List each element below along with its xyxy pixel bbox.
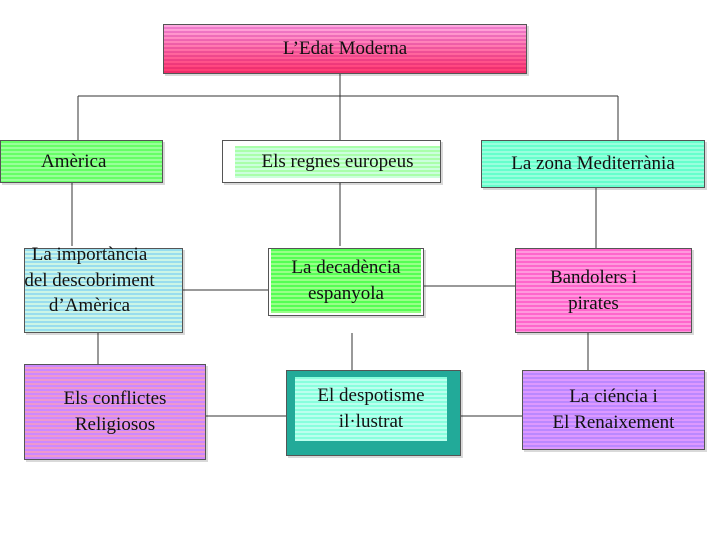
- node-importancia-descobriment-label: La importància del descobriment d’Amèric…: [24, 244, 155, 317]
- node-decadencia-espanyola: La decadència espanyola: [268, 248, 424, 316]
- node-ciencia-renaixement: La ciéncia i El Renaixement: [522, 370, 705, 450]
- node-ciencia-renaixement-label: La ciéncia i El Renaixement: [552, 386, 675, 433]
- node-edat-moderna-label: L’Edat Moderna: [282, 38, 408, 60]
- node-bandolers-pirates: Bandolers i pirates: [515, 248, 692, 333]
- node-zona-mediterrania: La zona Mediterrània: [481, 140, 705, 188]
- node-conflictes-religiosos-label: Els conflictes Religiosos: [63, 388, 167, 435]
- node-america-label: Amèrica: [41, 150, 107, 172]
- node-edat-moderna: L’Edat Moderna: [163, 24, 527, 74]
- node-importancia-descobriment: La importància del descobriment d’Amèric…: [24, 244, 183, 333]
- node-america: Amèrica: [0, 140, 163, 183]
- node-regnes-europeus-label: Els regnes europeus: [261, 151, 414, 173]
- node-bandolers-pirates-label: Bandolers i pirates: [549, 266, 638, 314]
- node-decadencia-espanyola-label: La decadència espanyola: [291, 257, 401, 304]
- node-conflictes-religiosos: Els conflictes Religiosos: [24, 364, 206, 460]
- node-zona-mediterrania-label: La zona Mediterrània: [511, 153, 675, 175]
- node-despotisme-illustrat: El despotisme il·lustrat: [286, 370, 461, 456]
- node-regnes-europeus: Els regnes europeus: [222, 140, 441, 183]
- node-despotisme-illustrat-label: El despotisme il·lustrat: [317, 385, 425, 432]
